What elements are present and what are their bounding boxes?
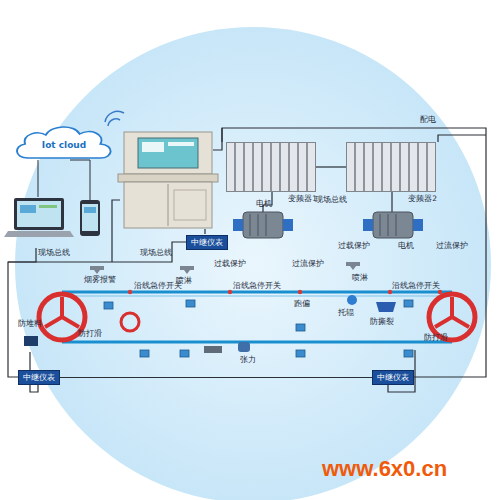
node-text: 中继仪表 [23,373,55,382]
cloud-link [38,160,90,200]
tension-device [204,342,250,353]
part-label: 沿线急停开关 [392,282,440,291]
part-label: 防打滑 [424,334,448,343]
pulley-spokes [45,297,469,327]
relay-box: 中继仪表 [372,370,414,385]
part-label: 电机 [256,200,272,209]
part-label: 过流保护 [436,242,468,251]
node-text: Iot cloud [12,122,116,150]
part-label: 托辊 [338,309,354,318]
part-label: 现场总线 [140,249,172,258]
part-label: 张力 [240,356,256,365]
bus-connector [60,377,372,378]
background-circle [15,27,491,500]
part-label: 配电 [420,116,436,125]
part-label: 防堆料 [18,320,42,329]
wiring [8,128,486,392]
part-label: 沿线急停开关 [134,282,182,291]
blockage-sensor [24,336,38,346]
watermark: www.6x0.cn [322,456,447,481]
motor-icon [233,212,293,238]
part-label: 烟雾报警 [84,276,116,285]
phone-icon [80,200,100,236]
part-label: 电机 [398,242,414,251]
part-label: 过流保护 [292,260,324,269]
motor-icon [363,212,423,238]
conveyor-belt [62,290,452,342]
connector-label: 现场总线 [315,196,347,205]
part-label: 沿线急停开关 [233,282,281,291]
part-label: 过载保护 [214,260,246,269]
sensor-icon [104,300,413,357]
part-label: 跑偏 [294,300,310,309]
part-label: 喷淋 [352,274,368,283]
cabinet-heading: 变频器1 [288,194,317,204]
inverter-cabinet: 变频器1 [226,142,316,192]
drive-pulley [39,294,475,340]
part-label: 防撕裂 [370,318,394,327]
relay-box: 中继仪表 [186,235,228,250]
tear-detector [376,302,396,312]
part-label: 过载保护 [338,242,370,251]
inverter-cabinet: 变频器2 [346,142,436,192]
laptop-icon [4,198,74,237]
cabinet-heading: 变频器2 [408,194,437,204]
idler-icon [347,295,357,305]
relay-box: 中继仪表 [18,370,60,385]
bus-connector [316,166,346,167]
part-label: 现场总线 [38,249,70,258]
tension-pulley [121,313,139,331]
node-text: 中继仪表 [191,238,223,247]
cloud-node: Iot cloud [12,122,116,160]
control-console [105,111,218,228]
node-text: 中继仪表 [377,373,409,382]
part-label: 防打滑 [78,330,102,339]
